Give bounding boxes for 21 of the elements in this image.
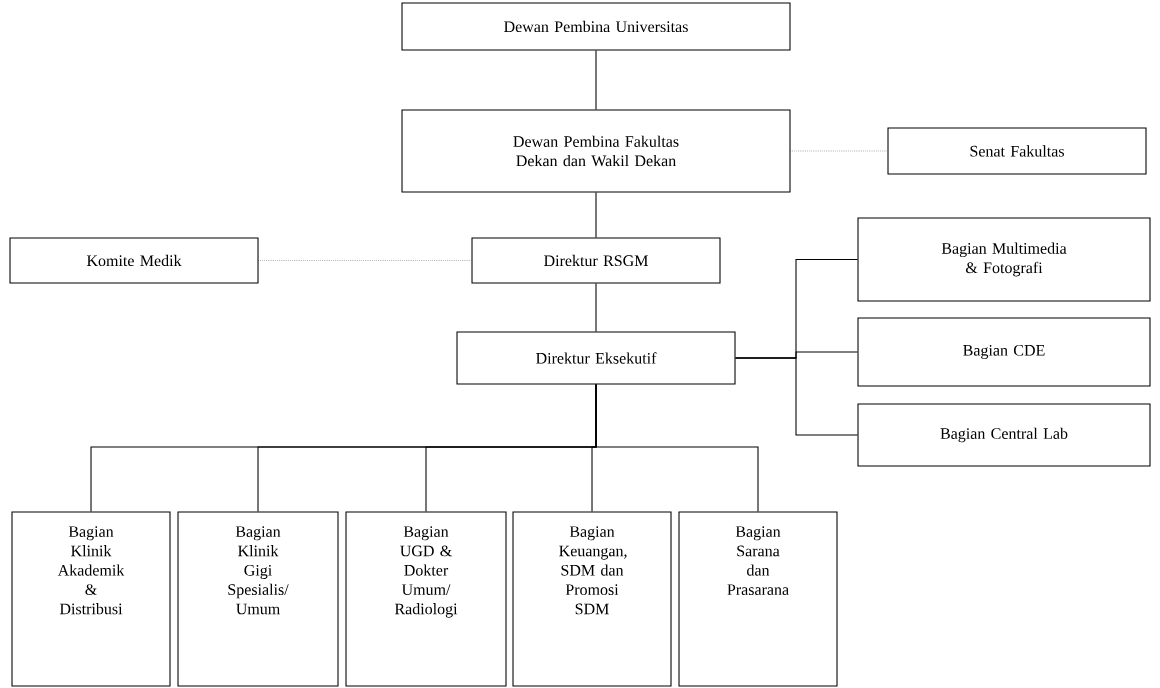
org-box: Bagian CDE [857, 317, 1151, 387]
unit-box: Bagian Sarana dan Prasarana [678, 511, 838, 687]
org-box: Senat Fakultas [887, 127, 1147, 175]
org-box: Dewan Pembina Fakultas Dekan dan Wakil Dekan [401, 109, 791, 193]
org-box: Bagian Central Lab [857, 403, 1151, 467]
org-box: Direktur RSGM [471, 237, 721, 284]
org-box: Direktur Eksekutif [456, 331, 736, 385]
org-box: Dewan Pembina Universitas [401, 2, 791, 51]
connector-line [258, 260, 472, 261]
connector-line [595, 192, 597, 238]
connector-line [595, 384, 759, 512]
org-box: Komite Medik [9, 237, 259, 284]
org-box: Bagian Multimedia & Fotografi [857, 217, 1151, 302]
unit-box: Bagian Klinik Akademik & Distribusi [11, 511, 171, 687]
connector-line [595, 49, 597, 110]
unit-box: Bagian UGD & Dokter Umum/ Radiologi [345, 511, 507, 687]
unit-box: Bagian Keuangan, SDM dan Promosi SDM [512, 511, 672, 687]
unit-box: Bagian Klinik Gigi Spesialis/ Umum [177, 511, 339, 687]
connector-line [790, 150, 888, 152]
connector-line [735, 357, 858, 436]
connector-line [595, 283, 597, 332]
